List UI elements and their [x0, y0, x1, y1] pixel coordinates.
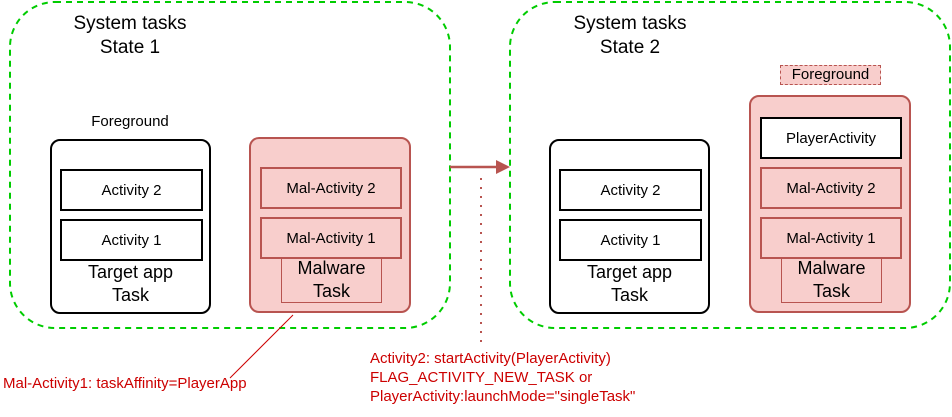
state2-target-task-label: Target app Task	[551, 261, 708, 307]
state2-foreground-label: Foreground	[780, 65, 881, 85]
state2-target-task-label-line2: Task	[610, 285, 648, 305]
state2-title-line1: System tasks	[573, 13, 687, 34]
state1-malware-task-label: Malware Task	[281, 257, 382, 303]
state2-malware-task[interactable]: PlayerActivity Mal-Activity 2 Mal-Activi…	[749, 95, 911, 313]
state2-activity-1[interactable]: Activity 1	[559, 219, 702, 261]
transition-arrow-head	[496, 160, 510, 174]
state1-mal-activity-2[interactable]: Mal-Activity 2	[260, 167, 402, 209]
state1-title-line2: State 1	[99, 37, 161, 58]
state1-malware-task-label-line2: Task	[312, 281, 350, 301]
state1-malware-task[interactable]: Mal-Activity 2 Mal-Activity 1 Malware Ta…	[249, 137, 411, 313]
task-affinity-annotation: Mal-Activity1: taskAffinity=PlayerApp	[3, 375, 247, 392]
state1-title-line1: System tasks	[73, 13, 187, 34]
transition-annotation-line3: PlayerActivity:launchMode="singleTask"	[370, 388, 636, 405]
state2-malware-task-label: Malware Task	[781, 257, 882, 303]
state1-malware-task-label-box	[281, 257, 382, 303]
state1-target-task-label-line1: Target app	[87, 262, 174, 282]
state1-mal-activity-1[interactable]: Mal-Activity 1	[260, 217, 402, 259]
state1-foreground-label: Foreground	[91, 113, 169, 130]
state2-title: System tasks State 2	[560, 12, 700, 60]
state1-activity-2[interactable]: Activity 2	[60, 169, 203, 211]
state2-malware-task-label-line2: Task	[812, 281, 850, 301]
state2-mal-activity-1[interactable]: Mal-Activity 1	[760, 217, 902, 259]
state1-activity-1[interactable]: Activity 1	[60, 219, 203, 261]
state1-title: System tasks State 1	[60, 12, 200, 60]
affinity-connector	[229, 314, 294, 379]
transition-annotation-line1: Activity2: startActivity(PlayerActivity)	[370, 350, 611, 367]
state2-title-line2: State 2	[599, 37, 661, 58]
state2-activity-2[interactable]: Activity 2	[559, 169, 702, 211]
state1-target-task-label: Target app Task	[52, 261, 209, 307]
transition-annotation: Activity2: startActivity(PlayerActivity)…	[370, 349, 635, 406]
state1-target-task-label-line2: Task	[111, 285, 149, 305]
state2-player-activity[interactable]: PlayerActivity	[760, 117, 902, 159]
transition-annotation-line2: FLAG_ACTIVITY_NEW_TASK or	[370, 369, 593, 386]
state2-container	[509, 1, 951, 329]
state1-malware-task-label-line1: Malware	[297, 258, 366, 278]
state2-target-app-task[interactable]: Activity 2 Activity 1 Target app Task	[549, 139, 710, 314]
state2-malware-task-label-line1: Malware	[797, 258, 866, 278]
state2-malware-task-label-box	[781, 257, 882, 303]
state1-container	[9, 1, 451, 329]
state2-target-task-label-line1: Target app	[586, 262, 673, 282]
state1-target-app-task[interactable]: Activity 2 Activity 1 Target app Task	[50, 139, 211, 314]
state2-mal-activity-2[interactable]: Mal-Activity 2	[760, 167, 902, 209]
